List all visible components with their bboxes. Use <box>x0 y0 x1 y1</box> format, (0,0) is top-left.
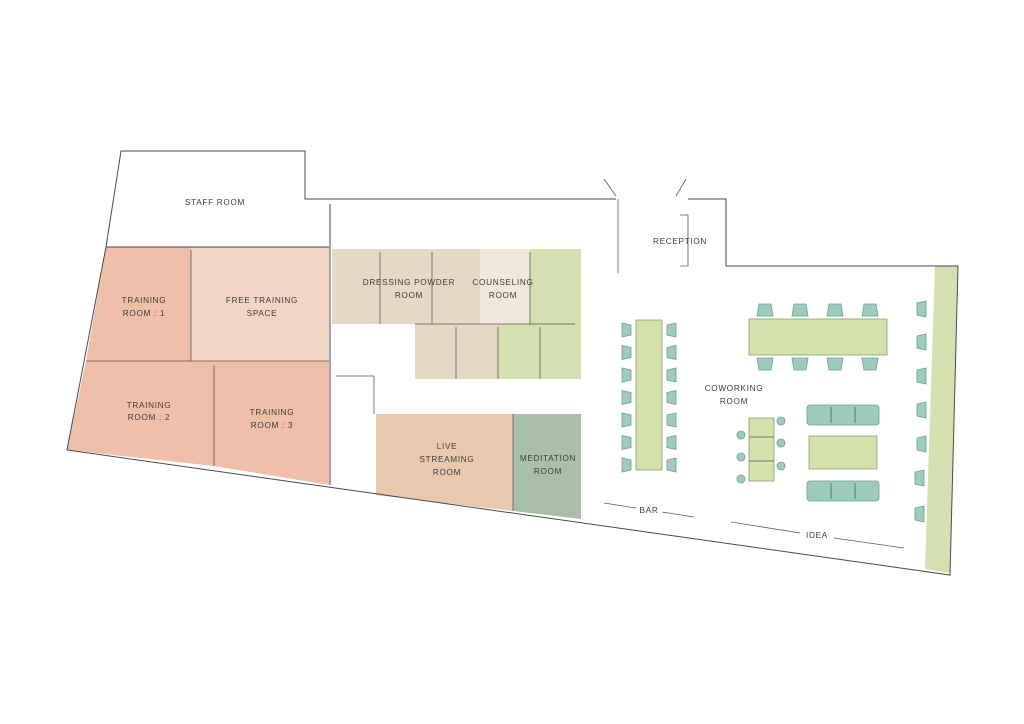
counseling-room <box>480 249 530 324</box>
bar-chairs-left <box>621 322 632 473</box>
label-staff-room: STAFF ROOM <box>185 198 245 207</box>
green-room-block <box>498 249 581 379</box>
training-room-3 <box>214 361 329 485</box>
chair-icon <box>666 390 677 405</box>
stool-icon <box>776 416 786 426</box>
chair-icon <box>621 322 632 338</box>
door-swing-icon <box>675 178 687 197</box>
meditation-room <box>513 414 581 519</box>
label-training-room-1: ROOM : 1 <box>123 309 165 318</box>
chair-icon <box>621 367 632 383</box>
chair-icon <box>756 303 774 317</box>
training-room-2 <box>67 361 214 466</box>
chair-icon <box>666 412 677 428</box>
label-counseling-room: ROOM <box>489 291 517 300</box>
stool-icon <box>736 474 746 484</box>
label-bar: BAR <box>640 506 659 515</box>
stool-icon <box>736 430 746 440</box>
label-live-streaming: STREAMING <box>420 455 475 464</box>
bench-top <box>806 404 880 426</box>
chair-icon <box>916 401 927 419</box>
label-meditation-room: MEDITATION <box>520 454 576 463</box>
coworking-top-chairs <box>756 303 879 371</box>
outer-wall <box>105 150 616 248</box>
free-training-space <box>191 247 329 361</box>
chair-icon <box>621 412 632 428</box>
dressing-powder-room <box>332 249 498 379</box>
coworking-top-table <box>748 318 888 356</box>
chair-icon <box>916 333 927 351</box>
chair-icon <box>916 435 927 453</box>
chair-icon <box>916 300 927 318</box>
label-coworking-room: ROOM <box>720 397 748 406</box>
chair-icon <box>621 390 632 405</box>
label-dressing-room: ROOM <box>395 291 423 300</box>
label-live-streaming: LIVE <box>437 442 458 451</box>
labels-layer: STAFF ROOM TRAINING ROOM : 1 FREE TRAINI… <box>122 198 828 540</box>
rooms-layer <box>67 247 958 573</box>
stools <box>736 416 786 484</box>
stool-icon <box>776 461 786 471</box>
chair-icon <box>861 357 879 371</box>
bar-line <box>603 502 637 509</box>
stool-icon <box>736 452 746 462</box>
training-room-1 <box>86 247 191 361</box>
label-reception: RECEPTION <box>653 237 707 246</box>
bar-chairs-right <box>666 322 677 473</box>
chair-icon <box>666 322 677 338</box>
chair-icon <box>621 435 632 450</box>
chair-icon <box>826 303 844 317</box>
lounge-table <box>808 435 878 470</box>
idea-line <box>833 537 905 549</box>
chair-icon <box>666 367 677 383</box>
label-free-training: SPACE <box>247 309 278 318</box>
label-training-room-3: ROOM : 3 <box>251 421 293 430</box>
label-live-streaming: ROOM <box>433 468 461 477</box>
bar-line <box>661 511 695 518</box>
label-training-room-3: TRAINING <box>250 408 295 417</box>
wall-chairs <box>914 300 927 523</box>
label-meditation-room: ROOM <box>534 467 562 476</box>
wall-segment <box>336 375 375 414</box>
label-training-room-1: TRAINING <box>122 296 167 305</box>
chair-icon <box>756 357 774 371</box>
green-wall-strip <box>925 266 958 573</box>
label-idea: IDEA <box>806 531 828 540</box>
reception-desk <box>680 214 689 267</box>
chair-icon <box>914 469 925 487</box>
live-streaming-room <box>376 414 513 494</box>
stool-icon <box>776 438 786 448</box>
label-counseling-room: COUNSELING <box>472 278 533 287</box>
furniture-layer <box>621 300 927 523</box>
chair-icon <box>914 505 925 523</box>
chair-icon <box>666 435 677 450</box>
door-swing-icon <box>603 178 617 197</box>
chair-icon <box>621 345 632 360</box>
chair-icon <box>826 357 844 371</box>
chair-icon <box>666 345 677 360</box>
chair-icon <box>791 303 809 317</box>
chair-icon <box>621 457 632 473</box>
chair-icon <box>791 357 809 371</box>
walls-layer <box>66 150 959 576</box>
label-coworking-room: COWORKING <box>705 384 764 393</box>
standing-table <box>748 417 775 482</box>
bench-bottom <box>806 480 880 502</box>
label-free-training: FREE TRAINING <box>226 296 298 305</box>
idea-line <box>730 521 801 534</box>
chair-icon <box>861 303 879 317</box>
chair-icon <box>916 367 927 385</box>
label-training-room-2: TRAINING <box>127 401 172 410</box>
label-training-room-2: ROOM : 2 <box>128 413 170 422</box>
outer-wall-left <box>66 198 959 576</box>
chair-icon <box>666 457 677 473</box>
label-dressing-room: DRESSING POWDER <box>363 278 455 287</box>
bar-table <box>635 319 663 471</box>
